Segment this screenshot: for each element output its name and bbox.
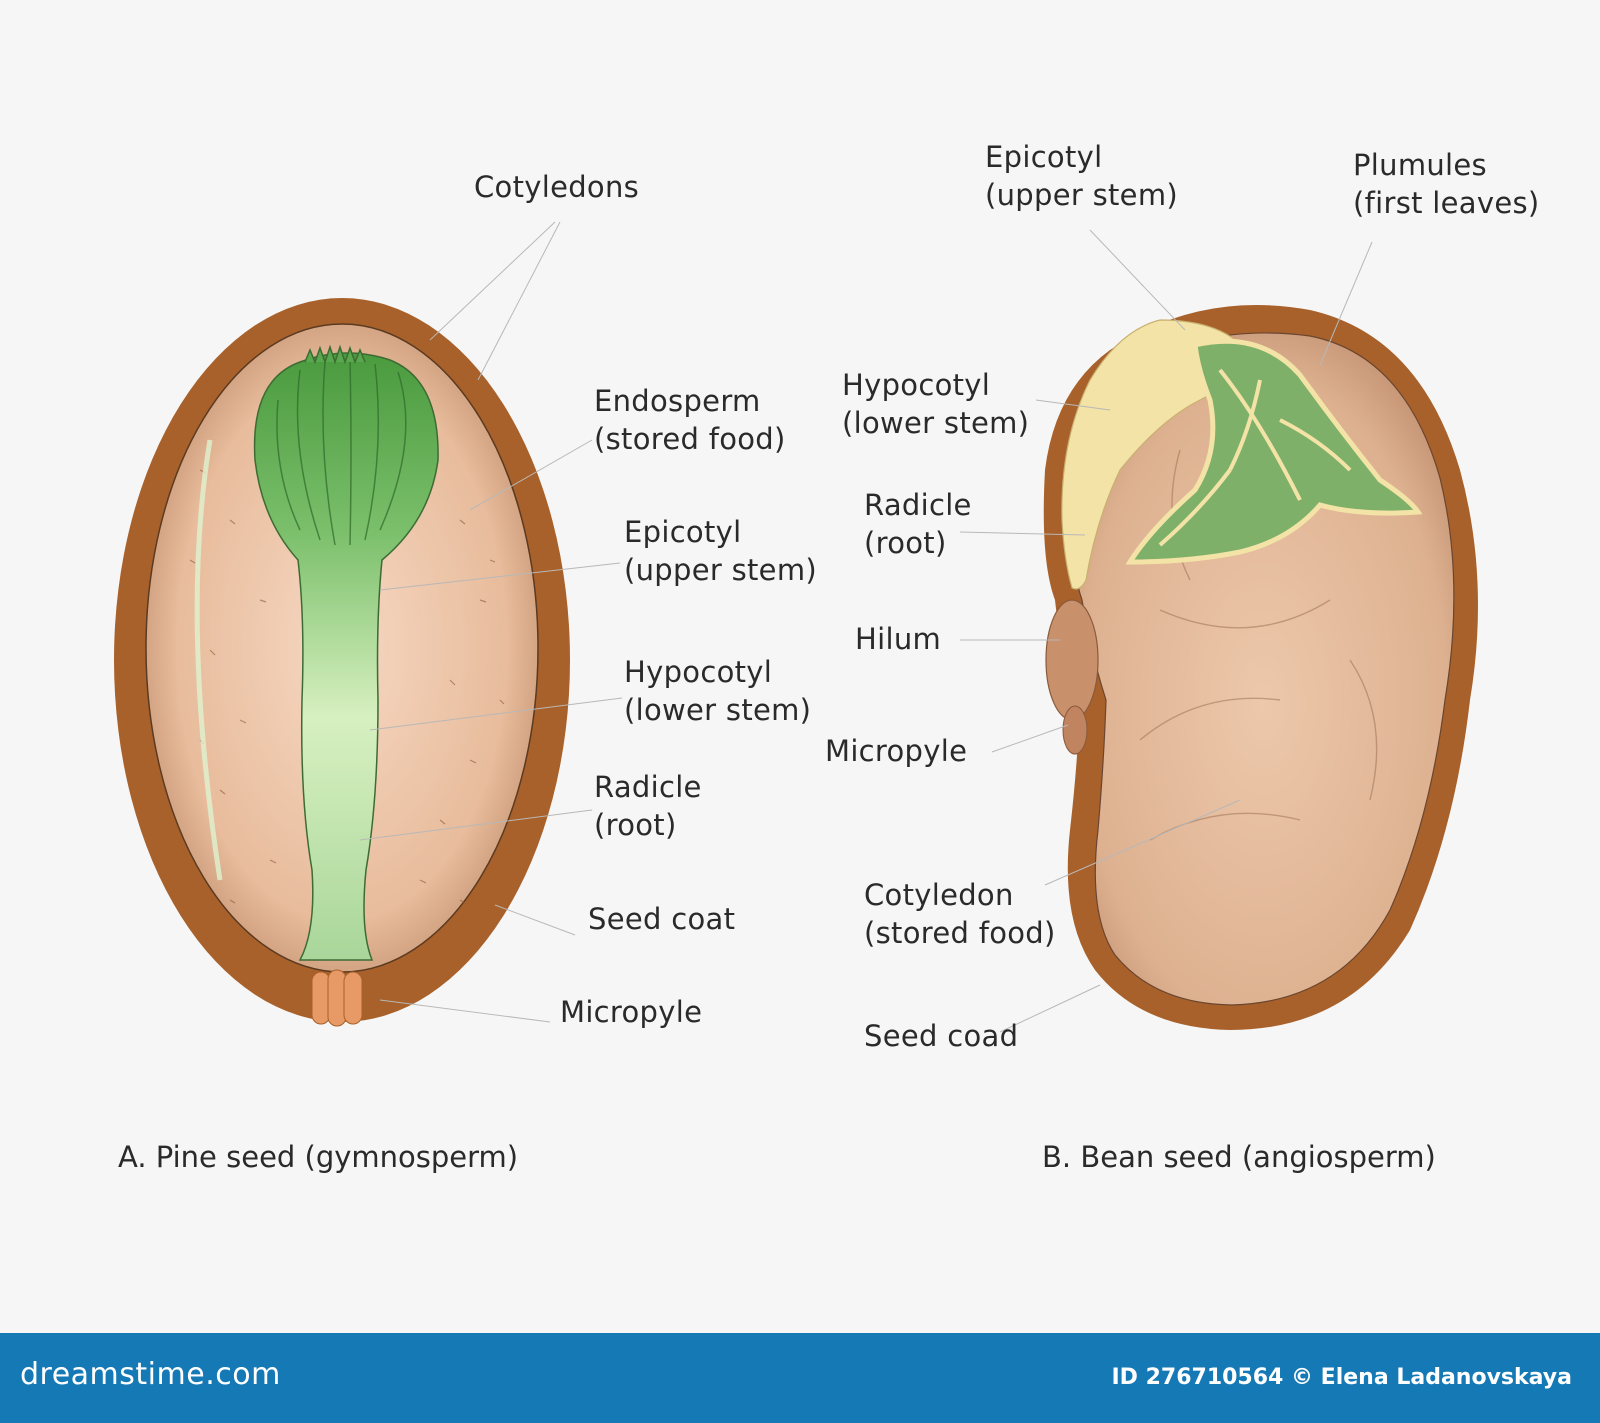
- bean-label-hilum: Hilum: [855, 622, 942, 656]
- bean-micropyle-shape: [1062, 705, 1088, 755]
- pine-label-epicotyl-line1: Epicotyl: [624, 515, 742, 549]
- pine-label-endosperm-line1: Endosperm: [594, 384, 761, 418]
- pine-seed-drawing: [114, 298, 570, 1027]
- bean-label-plumules: Plumules (first leaves): [1353, 146, 1540, 222]
- bean-label-plumules-line1: Plumules: [1353, 148, 1487, 182]
- pine-label-endosperm: Endosperm (stored food): [594, 382, 786, 458]
- pine-cotyledon-lines: [276, 359, 407, 546]
- bean-hilum-shape: [1045, 599, 1099, 721]
- leader-lines: [359, 221, 1373, 1033]
- bean-label-epicotyl-line2: (upper stem): [985, 178, 1178, 212]
- footer-bar: dreamstime.com ID 276710564 © Elena Lada…: [0, 1333, 1600, 1423]
- pine-label-seed-coat: Seed coat: [588, 902, 736, 936]
- pine-micropyle-shape: [311, 969, 363, 1027]
- bean-label-radicle: Radicle (root): [864, 486, 972, 562]
- pine-label-radicle-line2: (root): [594, 808, 677, 842]
- footer-brand[interactable]: dreamstime.com: [20, 1357, 281, 1392]
- pine-label-cotyledons: Cotyledons: [474, 170, 640, 204]
- bean-label-hypocotyl-line1: Hypocotyl: [842, 368, 991, 402]
- pine-label-radicle-line1: Radicle: [594, 770, 702, 804]
- bean-label-hypocotyl-line2: (lower stem): [842, 406, 1030, 440]
- pine-label-radicle: Radicle (root): [594, 768, 702, 844]
- seed-illustrations: [114, 221, 1478, 1033]
- bean-label-plumules-line2: (first leaves): [1353, 186, 1540, 220]
- pine-label-hypocotyl-line1: Hypocotyl: [624, 655, 773, 689]
- footer-credit: ID 276710564 © Elena Ladanovskaya: [1111, 1365, 1572, 1390]
- bean-label-cotyledon: Cotyledon (stored food): [864, 876, 1056, 952]
- bean-label-cotyledon-line2: (stored food): [864, 916, 1056, 950]
- pine-cotyledon-tips: [304, 344, 366, 365]
- bean-label-seed-coat: Seed coad: [864, 1019, 1019, 1053]
- bean-label-epicotyl: Epicotyl (upper stem): [985, 138, 1178, 214]
- diagram-stage: Cotyledons Endosperm (stored food) Epico…: [114, 138, 1540, 1174]
- bean-label-micropyle: Micropyle: [825, 734, 968, 768]
- pine-caption: A. Pine seed (gymnosperm): [118, 1140, 519, 1174]
- bean-label-radicle-line1: Radicle: [864, 488, 972, 522]
- pine-label-epicotyl: Epicotyl (upper stem): [624, 513, 817, 589]
- pine-label-hypocotyl-line2: (lower stem): [624, 693, 812, 727]
- bean-seed-drawing: [1043, 305, 1478, 1030]
- pine-label-epicotyl-line2: (upper stem): [624, 553, 817, 587]
- bean-label-cotyledon-line1: Cotyledon: [864, 878, 1014, 912]
- bean-plumule-veins: [1158, 368, 1352, 547]
- bean-label-epicotyl-line1: Epicotyl: [985, 140, 1103, 174]
- bean-label-hypocotyl: Hypocotyl (lower stem): [842, 366, 1029, 442]
- pine-label-hypocotyl: Hypocotyl (lower stem): [624, 653, 811, 729]
- bean-caption: B. Bean seed (angiosperm): [1042, 1140, 1436, 1174]
- pine-label-micropyle: Micropyle: [560, 995, 703, 1029]
- bean-label-radicle-line2: (root): [864, 526, 947, 560]
- pine-endosperm-highlight: [194, 439, 223, 881]
- pine-embryo: [253, 352, 439, 961]
- pine-label-endosperm-line2: (stored food): [594, 422, 786, 456]
